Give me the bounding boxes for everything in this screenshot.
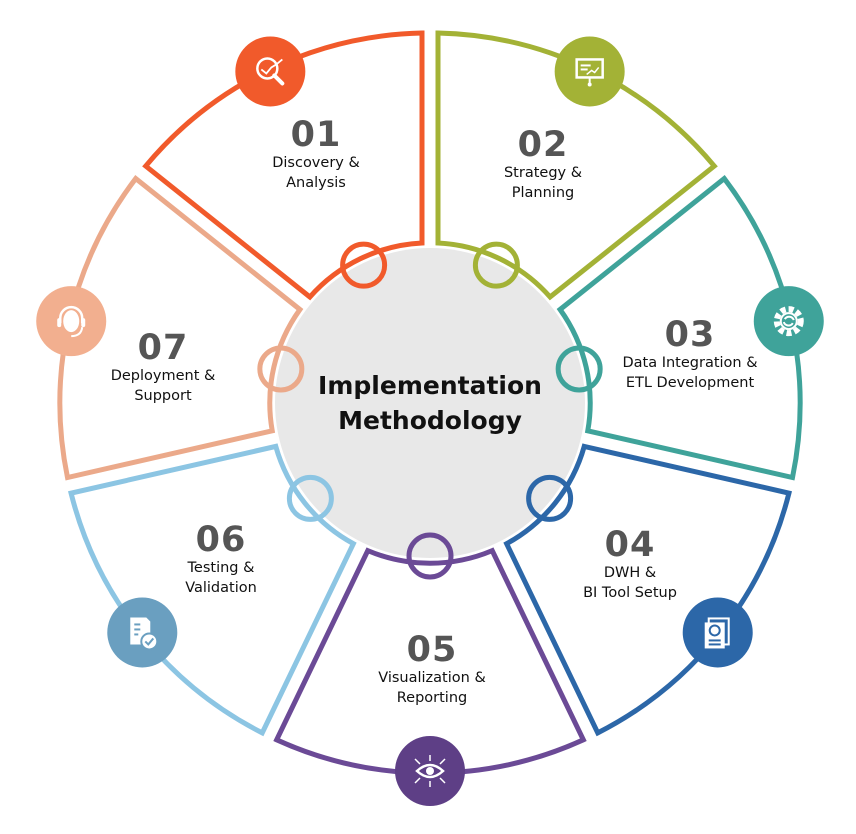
report-documents-icon-glyph	[704, 617, 730, 649]
step-line1: Deployment &	[110, 368, 216, 384]
step-line1: Data Integration &	[622, 355, 758, 371]
segment-01	[142, 30, 425, 301]
document-check-icon-glyph	[130, 617, 159, 651]
connector-ring-02	[472, 241, 520, 289]
analytics-search-icon-glyph	[256, 57, 285, 86]
segment-05	[273, 547, 587, 776]
headset-icon-glyph	[57, 305, 86, 338]
step-number: 07	[137, 328, 189, 368]
step-number: 06	[195, 520, 247, 560]
segment-03	[556, 175, 803, 481]
step-line2: Support	[134, 388, 192, 404]
center-circle	[275, 248, 585, 558]
step-line2: Planning	[511, 185, 575, 201]
connector-ring-04	[526, 474, 574, 522]
eye-network-icon-glyph	[414, 755, 446, 787]
document-check-icon	[107, 597, 178, 668]
headset-icon	[36, 286, 107, 357]
segment-04	[503, 443, 792, 737]
presentation-board-icon	[554, 36, 625, 107]
icon-badge	[235, 36, 306, 107]
title-line-2: Methodology	[338, 406, 522, 435]
step-line1: Testing &	[187, 560, 255, 576]
step-line1: DWH &	[603, 565, 657, 581]
step-line1: Visualization &	[378, 670, 486, 686]
step-line1: Strategy &	[503, 165, 583, 181]
eye-network-icon	[395, 736, 465, 806]
connector-ring-01	[340, 241, 388, 289]
segment-07	[57, 175, 304, 481]
step-line2: BI Tool Setup	[583, 585, 677, 601]
step-line2: Reporting	[396, 690, 468, 706]
center-title: Implementation Methodology	[318, 368, 542, 438]
connector-ring-06	[286, 474, 334, 522]
step-number: 03	[664, 315, 716, 355]
title-line-1: Implementation	[318, 371, 542, 400]
report-documents-icon	[682, 597, 753, 668]
step-number: 02	[517, 125, 569, 165]
segments	[57, 30, 803, 776]
connector-ring-05	[406, 532, 454, 580]
segment-06	[68, 443, 357, 737]
step-line2: Analysis	[286, 175, 346, 191]
connector-ring-03	[555, 345, 603, 393]
icon-badge	[753, 286, 824, 357]
step-line2: ETL Development	[625, 375, 755, 391]
step-number: 04	[604, 525, 656, 565]
step-number: 01	[290, 115, 342, 155]
presentation-board-icon-glyph	[575, 58, 604, 87]
analytics-search-icon	[235, 36, 306, 107]
segment-02	[435, 30, 718, 301]
step-line1: Discovery &	[272, 155, 360, 171]
step-line2: Validation	[185, 580, 257, 596]
gear-sync-icon-glyph	[773, 306, 804, 337]
connector-ring-07	[257, 345, 305, 393]
markers	[36, 36, 824, 806]
gear-sync-icon	[753, 286, 824, 357]
step-number: 05	[406, 630, 458, 670]
